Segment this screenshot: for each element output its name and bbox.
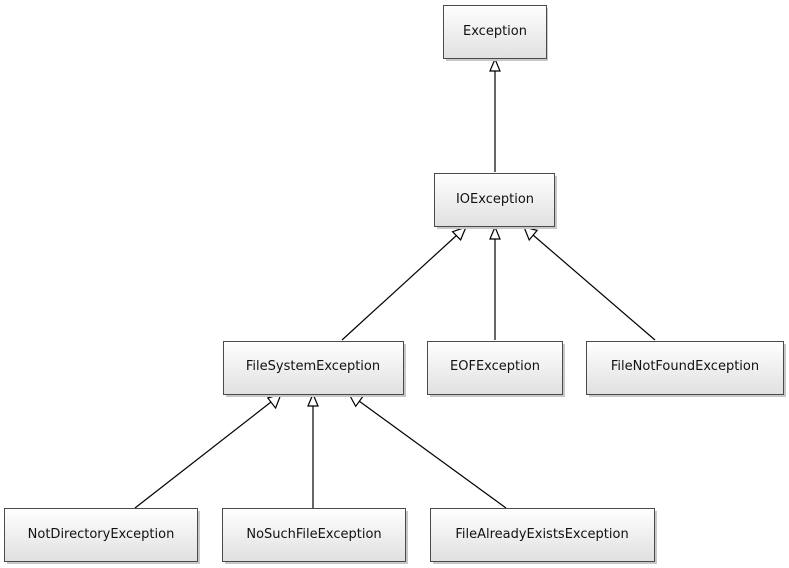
class-label-notdirectoryexception: NotDirectoryException: [28, 527, 175, 542]
class-box-ioexception: IOException: [434, 173, 557, 229]
edge-eofexception-to-ioexception: [489, 225, 501, 340]
class-label-nosuchfileexception: NoSuchFileException: [246, 527, 381, 542]
edge-filealreadyexistsexception-to-filesystemexception: [347, 393, 507, 509]
edge-filesystemexception-to-ioexception: [341, 225, 468, 341]
edge-nosuchfileexception-to-filesystemexception: [307, 392, 319, 508]
class-label-filenotfoundexception: FileNotFoundException: [611, 359, 759, 374]
edge-filenotfoundexception-to-ioexception: [523, 226, 656, 341]
class-box-filealreadyexistsexception: FileAlreadyExistsException: [430, 508, 657, 564]
class-label-filealreadyexistsexception: FileAlreadyExistsException: [455, 527, 628, 542]
class-label-ioexception: IOException: [456, 192, 534, 207]
class-label-exception: Exception: [463, 24, 527, 39]
inheritance-edges: [134, 57, 656, 509]
class-nodes: Exception IOException FileSystemExceptio…: [4, 5, 786, 564]
class-box-nosuchfileexception: NoSuchFileException: [222, 508, 408, 564]
edge-notdirectoryexception-to-filesystemexception: [134, 393, 282, 509]
class-box-filesystemexception: FileSystemException: [223, 341, 406, 397]
class-label-filesystemexception: FileSystemException: [246, 359, 380, 374]
edge-ioexception-to-exception: [489, 57, 501, 172]
class-box-filenotfoundexception: FileNotFoundException: [586, 341, 786, 397]
class-box-exception: Exception: [443, 5, 548, 61]
class-box-eofexception: EOFException: [427, 341, 565, 397]
class-box-notdirectoryexception: NotDirectoryException: [4, 508, 200, 564]
class-label-eofexception: EOFException: [450, 359, 540, 374]
